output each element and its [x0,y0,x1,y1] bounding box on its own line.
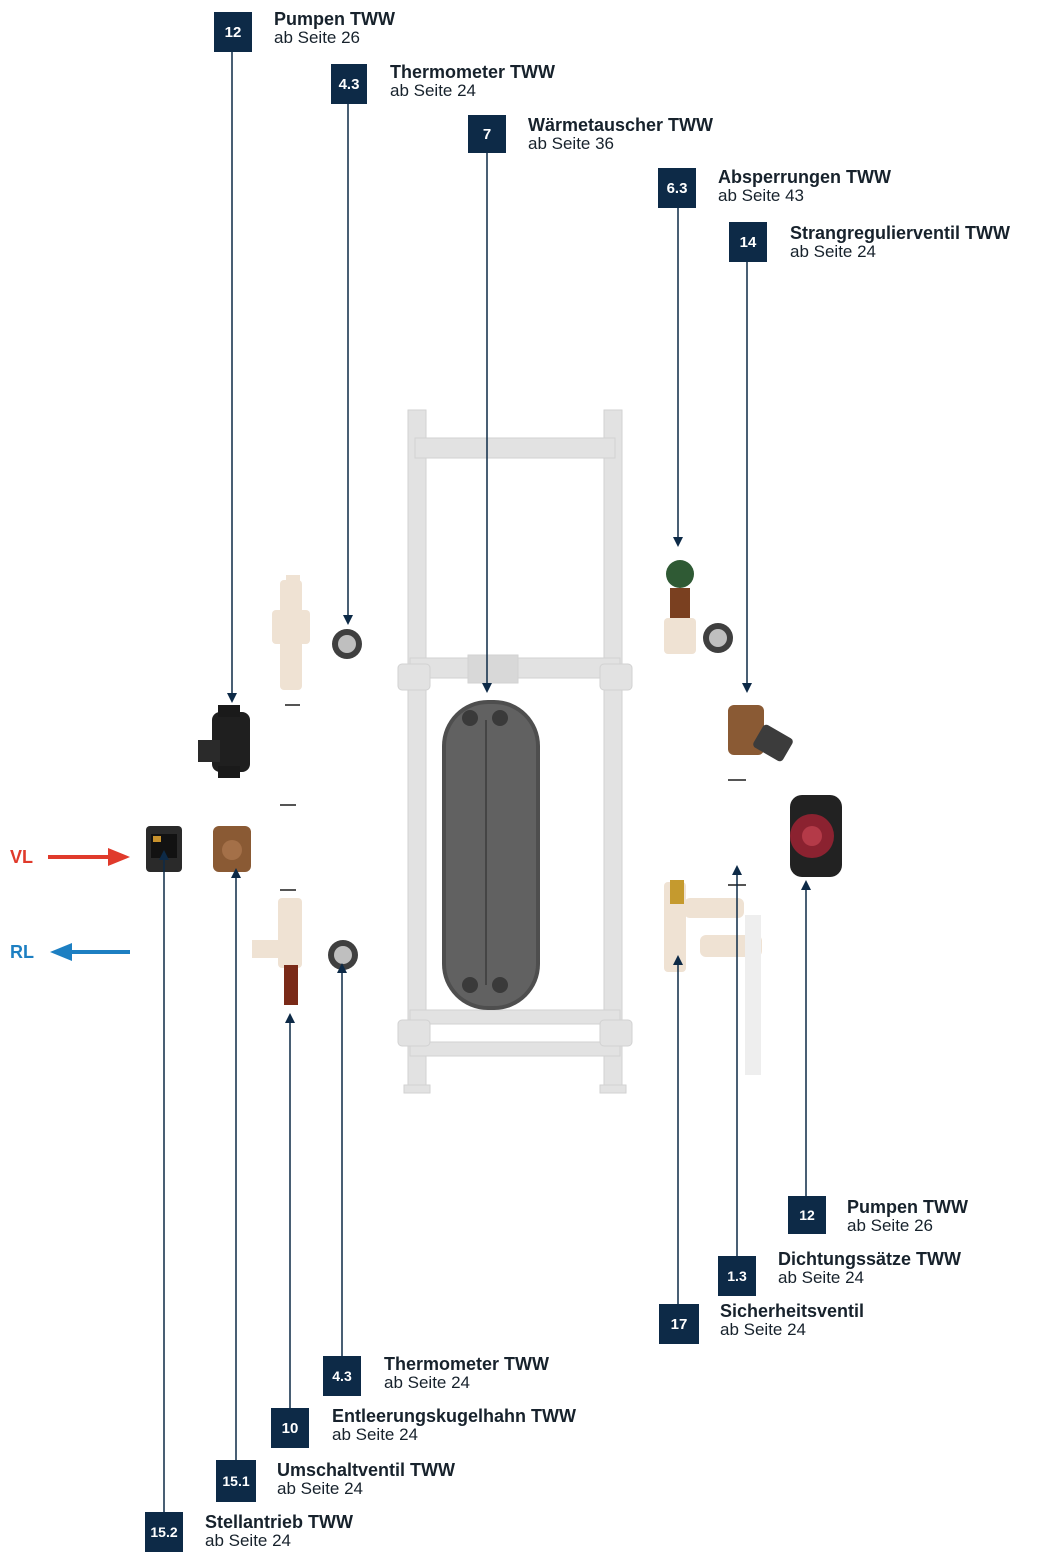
thermometer-dial-right [703,623,733,653]
badge-17: 17 [659,1304,699,1344]
badge-7: 7 [468,115,506,153]
supply-label: VL [10,847,33,868]
badge-10: 10 [271,1408,309,1448]
badge-151: 15.1 [216,1460,256,1502]
pump-right [790,795,842,877]
shutoff-valve [664,560,696,654]
badge-43-bottom: 4.3 [323,1356,361,1396]
badge-14: 14 [729,222,767,262]
badge-12-top: 12 [214,12,252,52]
badge-12-bottom: 12 [788,1196,826,1234]
badge-13: 1.3 [718,1256,756,1296]
thermometer-valve-top-left [272,575,310,690]
balancing-valve [728,705,794,763]
badge-152: 15.2 [145,1512,183,1552]
switching-valve [213,826,251,872]
badge-43-top: 4.3 [331,64,367,104]
thermometer-dial-bottom [328,940,358,970]
supply-arrow [48,848,130,866]
drain-valve-bottom-left [252,898,302,1005]
pump-left [198,705,250,778]
heat-exchanger [442,700,540,1010]
return-arrow [50,943,130,961]
return-label: RL [10,942,34,963]
thermometer-dial-top [332,629,362,659]
badge-63: 6.3 [658,168,696,208]
